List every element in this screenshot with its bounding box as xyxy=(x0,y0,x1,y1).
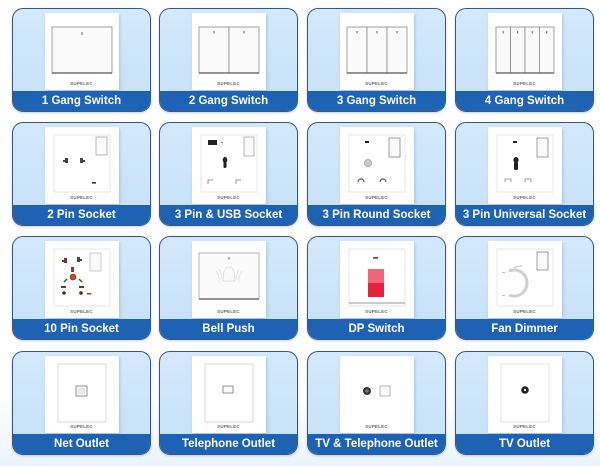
brand-logo: SUPELEC xyxy=(513,309,536,314)
three-gang-switch-icon: SUPELEC xyxy=(339,13,414,90)
brand-logo: SUPELEC xyxy=(217,309,240,314)
product-card-3-pin-round-socket[interactable]: SUPELEC 3 Pin Round Socket xyxy=(307,122,446,226)
four-gang-switch-icon: SUPELEC xyxy=(487,13,562,90)
product-card-dp-switch[interactable]: SUPELEC DP Switch xyxy=(307,236,446,340)
brand-logo: SUPELEC xyxy=(365,195,388,200)
brand-logo: SUPELEC xyxy=(70,195,93,200)
product-card-10-pin-socket[interactable]: SUPELEC 10 Pin Socket xyxy=(12,236,151,340)
product-card-3-pin-usb-socket[interactable]: SUPELEC 3 Pin & USB Socket xyxy=(159,122,298,226)
three-pin-universal-socket-icon: SUPELEC xyxy=(487,127,562,204)
product-card-bell-push[interactable]: SUPELEC Bell Push xyxy=(159,236,298,340)
brand-logo: SUPELEC xyxy=(70,81,93,86)
product-label: 3 Gang Switch xyxy=(308,91,445,111)
brand-logo: SUPELEC xyxy=(365,424,388,429)
product-label: 3 Pin Universal Socket xyxy=(456,205,593,225)
product-card-telephone-outlet[interactable]: SUPELEC Telephone Outlet xyxy=(159,351,298,455)
product-label: 10 Pin Socket xyxy=(13,319,150,339)
product-card-3-pin-universal-socket[interactable]: SUPELEC 3 Pin Universal Socket xyxy=(455,122,594,226)
product-label: 3 Pin & USB Socket xyxy=(160,205,297,225)
two-gang-switch-icon: SUPELEC xyxy=(191,13,266,90)
bell-push-icon: SUPELEC xyxy=(191,241,266,318)
three-pin-round-socket-icon: SUPELEC xyxy=(339,127,414,204)
product-label: TV Outlet xyxy=(456,434,593,454)
product-label: DP Switch xyxy=(308,319,445,339)
three-pin-usb-socket-icon: SUPELEC xyxy=(191,127,266,204)
product-card-tv-outlet[interactable]: SUPELEC TV Outlet xyxy=(455,351,594,455)
product-label: 1 Gang Switch xyxy=(13,91,150,111)
brand-logo: SUPELEC xyxy=(513,195,536,200)
product-label: Net Outlet xyxy=(13,434,150,454)
product-card-2-pin-socket[interactable]: SUPELEC 2 Pin Socket xyxy=(12,122,151,226)
product-label: 2 Gang Switch xyxy=(160,91,297,111)
one-gang-switch-icon: SUPELEC xyxy=(44,13,119,90)
product-card-1-gang-switch[interactable]: SUPELEC 1 Gang Switch xyxy=(12,8,151,112)
product-card-tv-telephone-outlet[interactable]: SUPELEC TV & Telephone Outlet xyxy=(307,351,446,455)
brand-logo: SUPELEC xyxy=(513,424,536,429)
tv-telephone-outlet-icon: SUPELEC xyxy=(339,356,414,433)
product-label: 2 Pin Socket xyxy=(13,205,150,225)
brand-logo: SUPELEC xyxy=(70,309,93,314)
brand-logo: SUPELEC xyxy=(217,81,240,86)
brand-logo: SUPELEC xyxy=(365,81,388,86)
brand-logo: SUPELEC xyxy=(217,195,240,200)
product-card-3-gang-switch[interactable]: SUPELEC 3 Gang Switch xyxy=(307,8,446,112)
brand-logo: SUPELEC xyxy=(365,309,388,314)
product-card-4-gang-switch[interactable]: SUPELEC 4 Gang Switch xyxy=(455,8,594,112)
product-card-fan-dimmer[interactable]: SUPELEC Fan Dimmer xyxy=(455,236,594,340)
ten-pin-socket-icon: SUPELEC xyxy=(44,241,119,318)
fan-dimmer-icon: SUPELEC xyxy=(487,241,562,318)
dp-switch-icon: SUPELEC xyxy=(339,241,414,318)
product-label: Telephone Outlet xyxy=(160,434,297,454)
tv-outlet-icon: SUPELEC xyxy=(487,356,562,433)
product-label: TV & Telephone Outlet xyxy=(308,434,445,454)
product-label: 3 Pin Round Socket xyxy=(308,205,445,225)
net-outlet-icon: SUPELEC xyxy=(44,356,119,433)
two-pin-socket-icon: SUPELEC xyxy=(44,127,119,204)
brand-logo: SUPELEC xyxy=(70,424,93,429)
brand-logo: SUPELEC xyxy=(217,424,240,429)
product-label: 4 Gang Switch xyxy=(456,91,593,111)
telephone-outlet-icon: SUPELEC xyxy=(191,356,266,433)
product-card-2-gang-switch[interactable]: SUPELEC 2 Gang Switch xyxy=(159,8,298,112)
product-card-net-outlet[interactable]: SUPELEC Net Outlet xyxy=(12,351,151,455)
product-label: Bell Push xyxy=(160,319,297,339)
product-label: Fan Dimmer xyxy=(456,319,593,339)
brand-logo: SUPELEC xyxy=(513,81,536,86)
